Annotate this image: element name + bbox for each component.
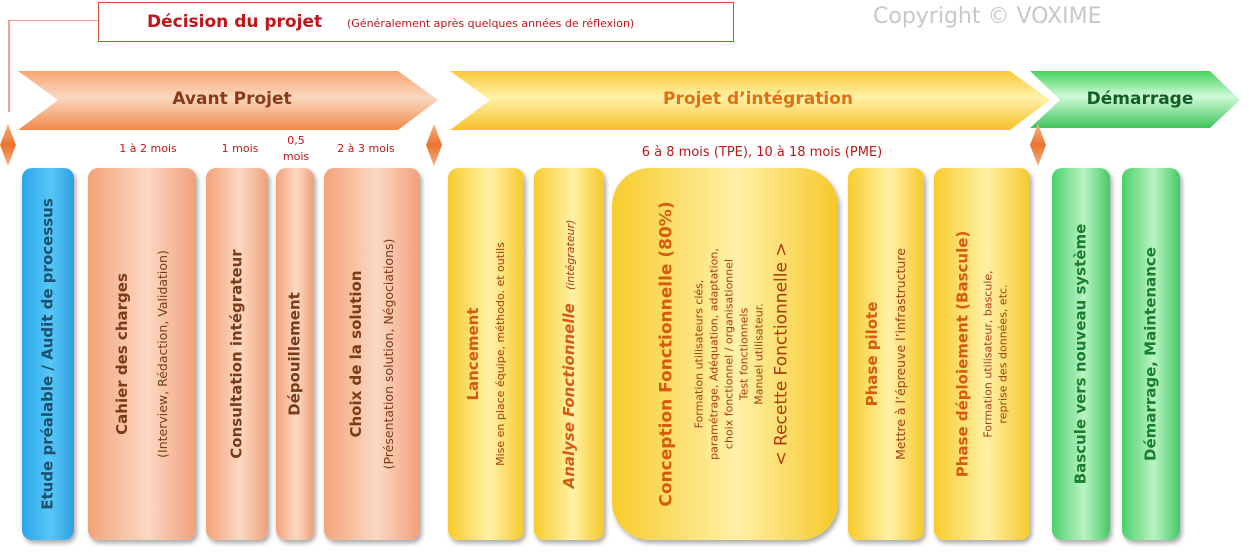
card-cahier-text: Cahier des charges (Interview, Rédaction… bbox=[113, 250, 171, 458]
card-depouillement-title: Dépouillement bbox=[285, 292, 304, 416]
card-conception-title: Conception Fonctionnelle (80%) bbox=[656, 201, 677, 507]
phase-label-demarrage: Démarrage bbox=[1086, 89, 1194, 109]
card-cahier-title: Cahier des charges bbox=[113, 273, 131, 435]
duration-depouillement-value: 0,5 bbox=[287, 134, 305, 147]
card-bascule-title: Bascule vers nouveau système bbox=[1071, 223, 1090, 485]
card-choix-title: Choix de la solution bbox=[347, 270, 365, 438]
card-lancement-text: Lancement Mise en place équipe, méthodo.… bbox=[464, 242, 508, 466]
card-analyse-text: Analyse Fonctionnelle (intégrateur) bbox=[559, 220, 579, 489]
card-choix-solution: Choix de la solution (Présentation solut… bbox=[324, 168, 420, 540]
card-deploiement-text: Phase déploiement (Bascule) Formation ut… bbox=[954, 231, 1011, 477]
card-bascule: Bascule vers nouveau système bbox=[1052, 168, 1110, 540]
card-lancement-title: Lancement bbox=[464, 307, 482, 401]
card-pilote-text: Phase pilote Mettre à l’épreuve l’infras… bbox=[863, 248, 909, 460]
decision-box: Décision du projet (Généralement après q… bbox=[98, 2, 734, 42]
card-consultation-integrateur: Consultation intégrateur bbox=[206, 168, 268, 540]
card-etude-text: Etude préalable / Audit de processus bbox=[39, 198, 58, 510]
card-cahier-des-charges: Cahier des charges (Interview, Rédaction… bbox=[88, 168, 196, 540]
middle-marker-icon bbox=[426, 124, 442, 166]
card-depouillement: Dépouillement bbox=[276, 168, 314, 540]
card-etude-title: Etude préalable / Audit de processus bbox=[38, 198, 57, 510]
copyright-text: Copyright © VOXIME bbox=[873, 4, 1102, 29]
card-maintenance-title: Démarrage, Maintenance bbox=[1141, 247, 1160, 461]
card-consultation-title: Consultation intégrateur bbox=[227, 249, 246, 459]
card-conception-recette: < Recette Fonctionnelle > bbox=[771, 242, 792, 466]
card-consultation-text: Consultation intégrateur bbox=[228, 249, 247, 458]
decision-connector-line bbox=[8, 20, 98, 112]
card-bascule-text: Bascule vers nouveau système bbox=[1072, 224, 1091, 485]
decision-title: Décision du projet bbox=[147, 12, 323, 32]
card-depouillement-text: Dépouillement bbox=[286, 292, 305, 416]
card-conception-text: Conception Fonctionnelle (80%) Formation… bbox=[657, 201, 794, 506]
duration-choix: 2 à 3 mois bbox=[337, 142, 395, 155]
card-analyse-fonctionnelle: Analyse Fonctionnelle (intégrateur) bbox=[534, 168, 604, 540]
card-conception-line-4: Test fonctionnels bbox=[737, 307, 751, 401]
card-choix-text: Choix de la solution (Présentation solut… bbox=[347, 239, 397, 470]
card-pilote-title: Phase pilote bbox=[863, 301, 881, 407]
card-cahier-detail: (Interview, Rédaction, Validation) bbox=[155, 250, 170, 458]
card-deploiement-title: Phase déploiement (Bascule) bbox=[953, 230, 972, 478]
card-analyse-detail: (intégrateur) bbox=[564, 219, 577, 291]
card-maintenance: Démarrage, Maintenance bbox=[1122, 168, 1180, 540]
card-lancement: Lancement Mise en place équipe, méthodo.… bbox=[448, 168, 524, 540]
card-conception-fonctionnelle: Conception Fonctionnelle (80%) Formation… bbox=[612, 168, 838, 540]
card-deploiement-detail-2: reprise des données, etc. bbox=[996, 284, 1010, 424]
card-deploiement-detail-1: Formation utilisateur, bascule, bbox=[981, 270, 995, 438]
right-marker-icon bbox=[1030, 124, 1046, 166]
card-conception-line-3: choix fonctionnel / organisationnel bbox=[722, 258, 736, 450]
card-pilote-detail: Mettre à l’épreuve l’infrastructure bbox=[893, 248, 908, 460]
duration-integration: 6 à 8 mois (TPE), 10 à 18 mois (PME) bbox=[641, 145, 883, 160]
card-conception-line-2: paramétrage, Adéquation, adaptation, bbox=[707, 248, 721, 460]
card-analyse-title: Analyse Fonctionnelle bbox=[560, 303, 578, 489]
card-phase-pilote: Phase pilote Mettre à l’épreuve l’infras… bbox=[848, 168, 924, 540]
card-conception-line-5: Manuel utilisateur. bbox=[752, 303, 766, 405]
card-lancement-detail: Mise en place équipe, méthodo. et outils bbox=[494, 242, 507, 466]
card-choix-detail: (Présentation solution, Négociations) bbox=[381, 238, 396, 470]
decision-subtitle: (Généralement après quelques années de r… bbox=[347, 17, 635, 30]
card-etude-prealable: Etude préalable / Audit de processus bbox=[22, 168, 74, 540]
duration-consultation: 1 mois bbox=[221, 142, 259, 155]
duration-cahier: 1 à 2 mois bbox=[119, 142, 177, 155]
phase-label-avant-projet: Avant Projet bbox=[172, 89, 292, 109]
left-marker-icon bbox=[0, 124, 16, 166]
duration-depouillement-unit: mois bbox=[282, 150, 310, 163]
card-conception-line-1: Formation utilisateurs clés, bbox=[692, 279, 706, 429]
card-maintenance-text: Démarrage, Maintenance bbox=[1142, 247, 1161, 461]
card-phase-deploiement: Phase déploiement (Bascule) Formation ut… bbox=[934, 168, 1030, 540]
phase-label-integration: Projet d’intégration bbox=[663, 89, 853, 109]
